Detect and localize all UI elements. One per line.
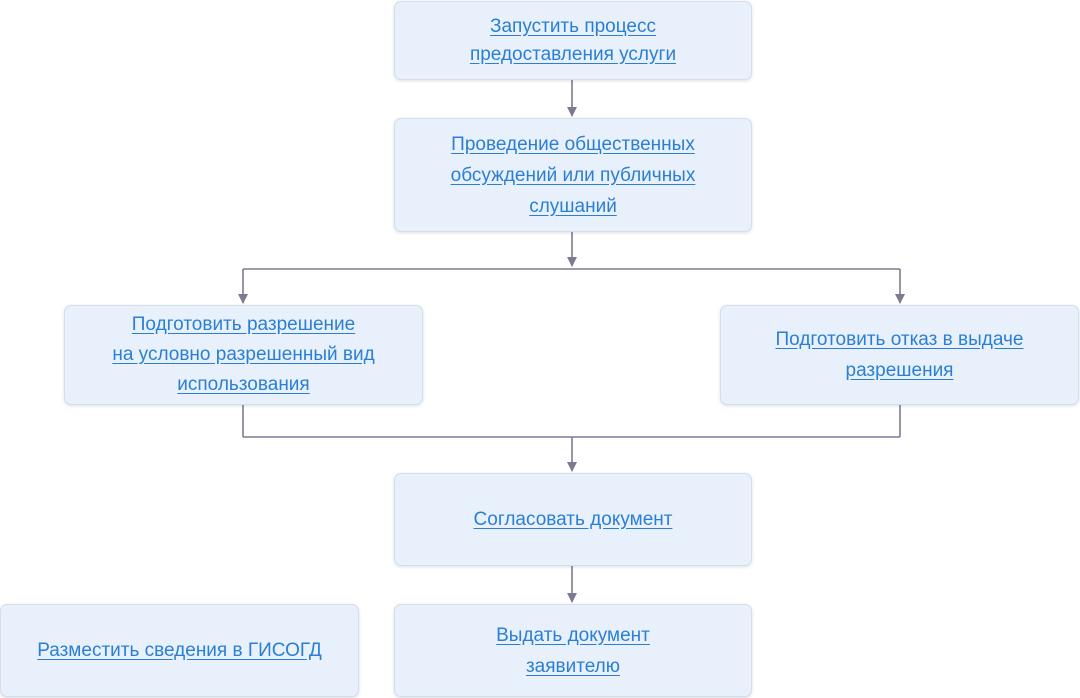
node-text-line: Проведение общественных [451,133,695,155]
node-text-line: на условно разрешенный вид [112,344,375,365]
node-text-line: слушаний [529,195,617,217]
node-prepare-permit: Подготовить разрешение на условно разреш… [64,305,423,405]
node-text-line: использования [177,374,310,395]
node-text-line: заявителю [525,655,621,677]
link-prepare-refusal[interactable]: Подготовить отказ в выдаче разрешения [776,324,1024,386]
node-text-line: предоставления услуги [469,43,677,65]
node-text-line: обсуждений или публичных [450,164,696,186]
node-start-process: Запустить процесс предоставления услуги [394,1,752,80]
node-approve-document: Согласовать документ [394,473,752,566]
node-text-line: Подготовить разрешение [131,314,356,335]
node-text-line: Выдать документ [496,624,650,646]
link-hearings[interactable]: Проведение общественных обсуждений или п… [451,129,696,222]
link-approve-document[interactable]: Согласовать документ [474,506,673,534]
node-text-line: Запустить процесс [490,15,656,37]
node-text-line: Подготовить отказ в выдаче [775,329,1024,350]
node-prepare-refusal: Подготовить отказ в выдаче разрешения [720,305,1079,405]
node-issue-document: Выдать документ заявителю [394,604,752,697]
node-text-line: разрешения [845,360,954,381]
node-text-line: Разместить сведения в ГИСОГД [37,639,322,661]
node-text-line: Согласовать документ [473,508,673,530]
node-hearings: Проведение общественных обсуждений или п… [394,118,752,232]
node-publish-gisogd: Разместить сведения в ГИСОГД [0,604,359,697]
link-publish-gisogd[interactable]: Разместить сведения в ГИСОГД [37,637,322,665]
link-issue-document[interactable]: Выдать документ заявителю [496,620,650,682]
link-prepare-permit[interactable]: Подготовить разрешение на условно разреш… [112,310,374,400]
link-start-process[interactable]: Запустить процесс предоставления услуги [470,13,676,69]
